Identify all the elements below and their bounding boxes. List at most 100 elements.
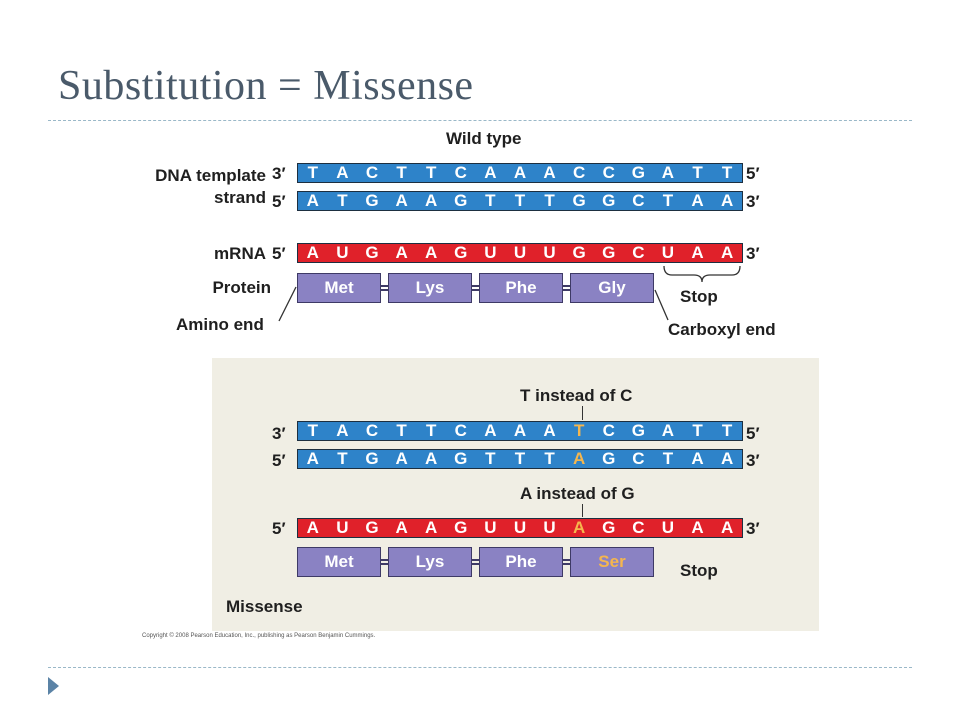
nucleotide: T [544,449,555,468]
nucleotide: A [691,191,704,210]
wt-mrna-right-end: 3′ [746,244,760,263]
nucleotide: U [661,518,675,537]
nucleotide: G [631,163,645,182]
mut-stop-label: Stop [680,561,718,580]
peptide-bond [381,559,389,565]
nucleotide: G [602,518,616,537]
nucleotide: G [602,243,616,262]
nucleotide: T [692,421,703,440]
nucleotide: U [336,518,349,537]
nucleotide: A [484,163,497,182]
nucleotide: G [365,518,379,537]
nucleotide: A [336,421,349,440]
nucleotide: A [661,163,675,182]
amino-acid: Phe [479,547,563,577]
footer-divider [48,667,912,668]
wt-template-left-end: 3′ [272,164,286,183]
title-divider [48,120,912,121]
nucleotide: A [306,518,319,537]
wt-coding-left-end: 5′ [272,192,286,211]
nucleotide: A [661,421,675,440]
nucleotide: C [632,449,645,468]
wt-coding-right-end: 3′ [746,192,760,211]
nucleotide: T [514,449,526,468]
nucleotide: A [543,421,556,440]
nucleotide: T [307,163,318,182]
wt-template-right-end: 5′ [746,164,760,183]
peptide-bond [563,285,571,291]
nucleotide: A [720,449,734,468]
nucleotide: A [691,243,704,262]
wt-stop-label: Stop [680,287,718,306]
nucleotide: T [544,191,555,210]
nucleotide: C [454,421,467,440]
amino-end-leader [278,286,297,322]
nucleotide: C [573,163,586,182]
nucleotide: T [662,449,674,468]
nucleotide: T [396,163,407,182]
t-instead-of-c-pointer [582,406,583,420]
nucleotide: U [543,243,556,262]
nucleotide: T [485,191,496,210]
mut-mrna-right-end: 3′ [746,519,760,538]
nucleotide: G [365,191,379,210]
nucleotide: T [307,421,318,440]
a-instead-of-g-pointer [582,504,583,517]
wt-mrna-left-end: 5′ [272,244,286,263]
nucleotide: A [513,421,527,440]
mrna-label: mRNA [214,244,266,263]
wild-type-heading: Wild type [446,129,522,148]
carboxyl-end-label: Carboxyl end [668,320,776,339]
nucleotide: A [720,518,734,537]
nucleotide: A [425,191,438,210]
carboxyl-end-leader [654,289,669,321]
nucleotide: C [454,163,467,182]
nucleotide: T [692,163,703,182]
amino-acid: Gly [570,273,654,303]
nucleotide: C [602,421,615,440]
nucleotide: A [425,449,438,468]
nucleotide: A [720,243,734,262]
nucleotide: A [425,518,438,537]
nucleotide: T [396,421,407,440]
nucleotide: T [721,163,733,182]
nucleotide: A [543,163,556,182]
nucleotide: A [691,518,704,537]
copyright-credit: Copyright © 2008 Pearson Education, Inc.… [142,633,376,639]
nucleotide: A [395,518,408,537]
nucleotide: G [454,449,468,468]
nucleotide: A [513,163,527,182]
nucleotide: U [661,243,675,262]
nucleotide: T [662,191,674,210]
nucleotide: C [632,191,645,210]
nucleotide: A [691,449,704,468]
nucleotide: U [513,518,527,537]
mut-template-left-end: 3′ [272,424,286,443]
nucleotide: C [365,163,379,182]
nucleotide: A [336,163,349,182]
amino-acid: Lys [388,273,472,303]
missense-panel [212,358,819,631]
nucleotide: A [395,243,408,262]
slide-bullet-icon [48,677,59,695]
wt-stop-brace [663,265,741,283]
dna-template-label: DNA template [155,166,266,185]
amino-acid: Met [297,273,381,303]
nucleotide: G [454,191,468,210]
nucleotide: A [306,449,319,468]
nucleotide: T [425,163,437,182]
mut-template-right-end: 5′ [746,424,760,443]
mutated-base: T [573,421,585,440]
nucleotide: C [632,518,645,537]
nucleotide: A [425,243,438,262]
missense-caption: Missense [226,597,303,616]
nucleotide: G [631,421,645,440]
mutated-base: A [573,449,586,468]
nucleotide: G [454,243,468,262]
nucleotide: A [395,191,408,210]
